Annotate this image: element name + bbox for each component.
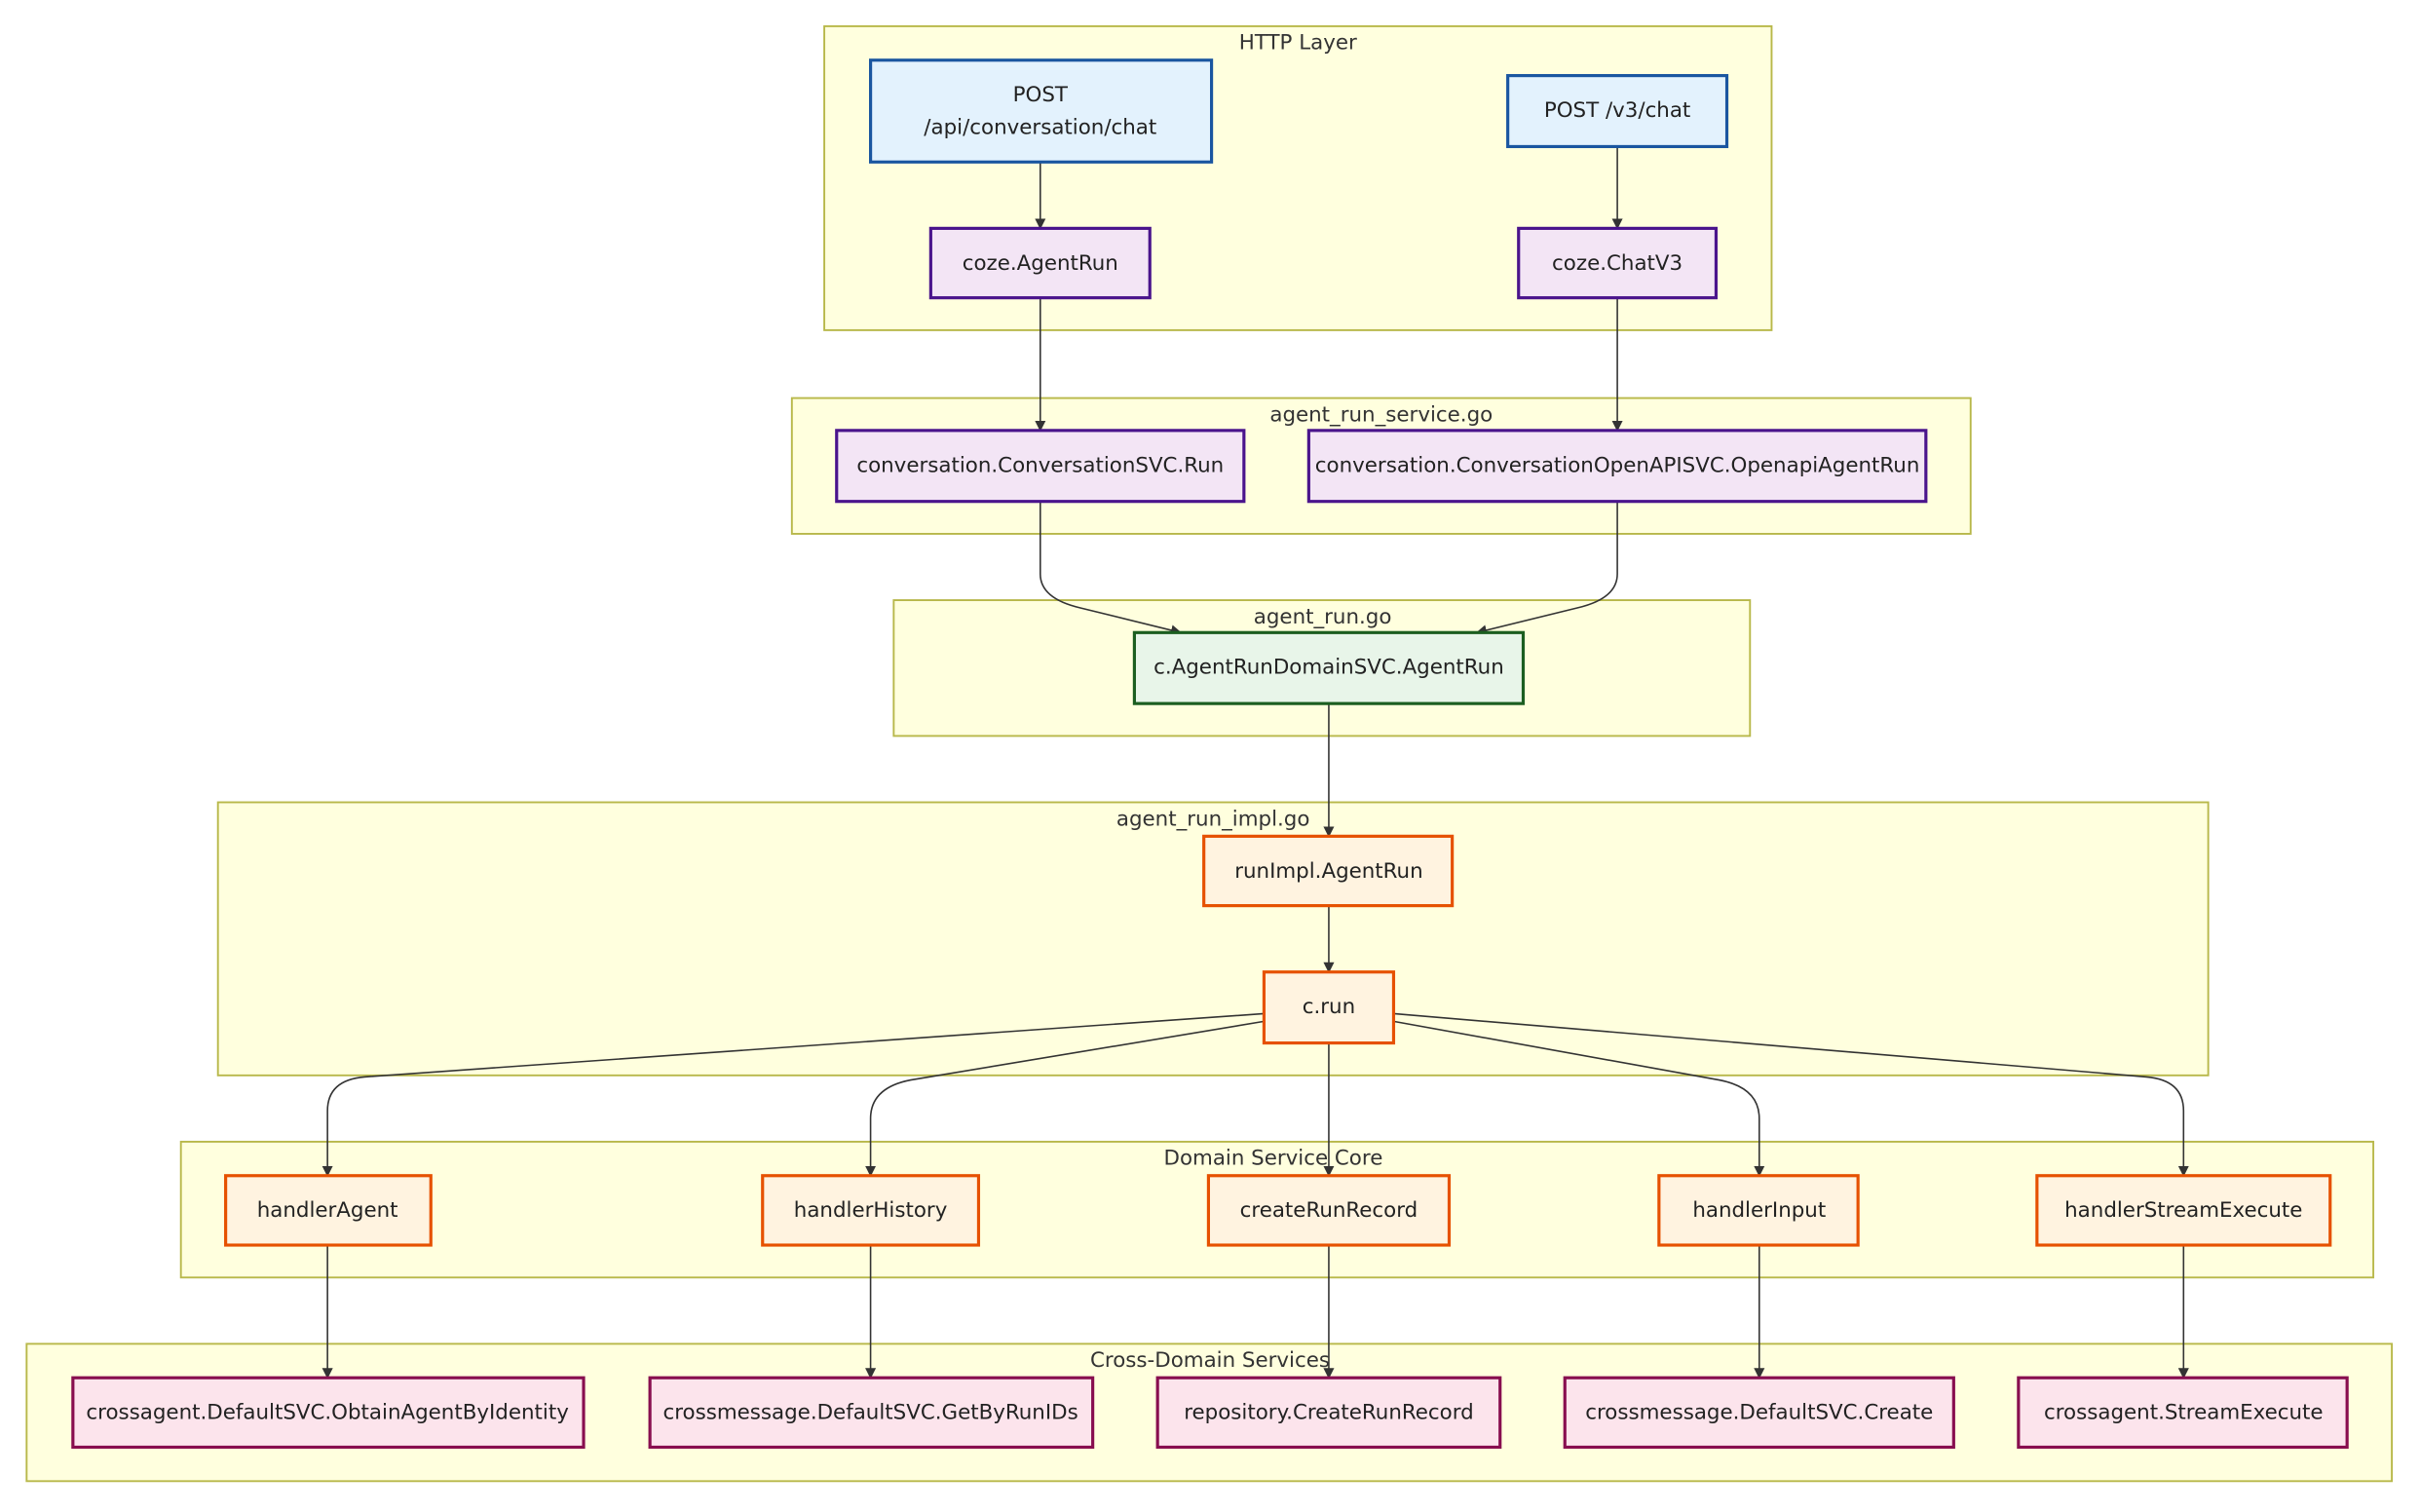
edge [1475,501,1618,636]
node-label: /api/conversation/chat [924,115,1156,139]
node-label: handlerAgent [257,1198,398,1223]
node-label: crossagent.StreamExecute [2044,1401,2324,1425]
node-label: handlerStreamExecute [2064,1198,2302,1223]
node-crossmessage-create[interactable]: crossmessage.DefaultSVC.Create [1563,1376,1955,1450]
node-c-run[interactable]: c.run [1262,970,1396,1045]
node-label: c.run [1303,995,1355,1019]
node-label: conversation.ConversationOpenAPISVC.Open… [1315,453,1920,477]
node-label: conversation.ConversationSVC.Run [856,453,1224,477]
cluster-title: HTTP Layer [1239,31,1357,56]
node-conversation-openapi-svc[interactable]: conversation.ConversationOpenAPISVC.Open… [1306,429,1928,504]
node-label: crossagent.DefaultSVC.ObtainAgentByIdent… [86,1401,568,1425]
node-create-run-record[interactable]: createRunRecord [1206,1174,1452,1247]
node-handler-input[interactable]: handlerInput [1657,1174,1860,1247]
node-get-by-run-ids[interactable]: crossmessage.DefaultSVC.GetByRunIDs [648,1376,1095,1450]
node-label: coze.AgentRun [963,251,1118,276]
node-repository-create-run-record[interactable]: repository.CreateRunRecord [1155,1376,1502,1450]
node-label: createRunRecord [1240,1198,1418,1223]
node-label: runImpl.AgentRun [1234,859,1422,884]
edge [1393,1012,2189,1177]
node-obtain-agent-by-identity[interactable]: crossagent.DefaultSVC.ObtainAgentByIdent… [71,1376,586,1450]
node-label: POST /v3/chat [1544,98,1690,123]
node-label: crossmessage.DefaultSVC.Create [1585,1401,1933,1425]
node-label: handlerInput [1692,1198,1826,1223]
node-label: POST [1013,83,1069,107]
node-conversation-svc-run[interactable]: conversation.ConversationSVC.Run [835,429,1246,504]
node-handler-stream-execute[interactable]: handlerStreamExecute [2035,1174,2332,1247]
edges [321,146,2189,1380]
node-agent-run-domain-svc[interactable]: c.AgentRunDomainSVC.AgentRun [1132,630,1526,705]
node-label: crossmessage.DefaultSVC.GetByRunIDs [662,1401,1078,1425]
edge [865,1020,1265,1177]
node-runimpl-agentrun[interactable]: runImpl.AgentRun [1202,834,1455,908]
node-coze-chatv3[interactable]: coze.ChatV3 [1517,226,1719,300]
node-label: coze.ChatV3 [1552,251,1683,276]
node-post-api-conversation-chat[interactable]: POST /api/conversation/chat [869,58,1214,164]
node-coze-agentrun[interactable]: coze.AgentRun [928,226,1152,300]
node-post-v3-chat[interactable]: POST /v3/chat [1506,74,1729,149]
node-handler-agent[interactable]: handlerAgent [224,1174,433,1247]
node-handler-history[interactable]: handlerHistory [761,1174,981,1247]
cluster-title: agent_run.go [1254,605,1392,629]
cluster-title: Domain Service Core [1164,1147,1383,1171]
cluster-title: agent_run_impl.go [1116,807,1310,831]
edge [321,1012,1265,1177]
edge [1393,1020,1765,1177]
edge [1040,501,1182,636]
cluster-title: agent_run_service.go [1269,402,1493,427]
node-label: c.AgentRunDomainSVC.AgentRun [1153,656,1504,680]
cluster-title: Cross-Domain Services [1090,1348,1330,1373]
node-label: repository.CreateRunRecord [1184,1401,1473,1425]
node-label: handlerHistory [794,1198,948,1223]
node-crossagent-stream-execute[interactable]: crossagent.StreamExecute [2017,1376,2349,1450]
